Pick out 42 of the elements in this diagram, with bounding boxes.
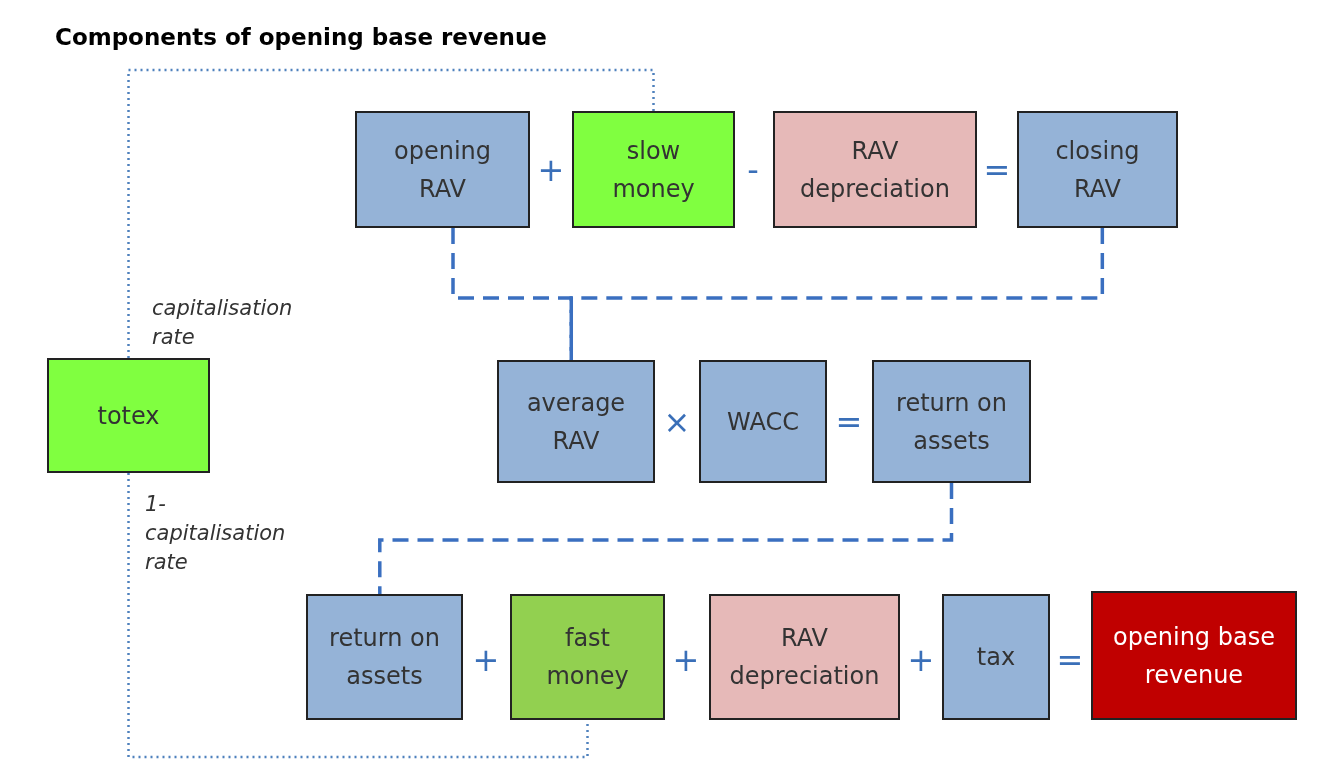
node-label: opening base revenue (1112, 621, 1276, 691)
node-label: tax (975, 642, 1017, 673)
node-label: average RAV (525, 387, 627, 457)
component-box (872, 360, 1031, 483)
connector-line (127, 473, 589, 759)
component-box (709, 594, 900, 720)
component-box (699, 360, 827, 483)
operator-sign: = (983, 151, 1011, 189)
connector-line (127, 68, 655, 358)
operator-sign: = (1056, 641, 1084, 679)
connector-line (569, 228, 1105, 360)
operator-sign: × (663, 403, 691, 441)
operator-sign: + (672, 641, 700, 679)
operator-sign: + (907, 641, 935, 679)
node-label: return on assets (895, 387, 1008, 457)
component-box (497, 360, 655, 483)
operator-sign: - (747, 151, 759, 189)
component-box (942, 594, 1050, 720)
diagram-title: Components of opening base revenue (55, 24, 547, 50)
component-box (510, 594, 665, 720)
result-box (1091, 591, 1297, 720)
component-box (355, 111, 530, 228)
component-box (306, 594, 463, 720)
node-label: fast money (545, 623, 630, 692)
node-label: RAV depreciation (728, 623, 881, 692)
edge-label: 1-capitalisation rate (145, 491, 287, 576)
node-label: slow money (611, 135, 696, 205)
operator-sign: + (537, 151, 565, 189)
component-box (572, 111, 735, 228)
connector-line (378, 483, 954, 594)
component-box (1017, 111, 1178, 228)
operator-sign: = (835, 403, 863, 441)
node-label: opening RAV (393, 135, 492, 205)
process-box (47, 358, 210, 473)
node-label: WACC (726, 406, 800, 438)
node-label: totex (96, 400, 161, 432)
operator-sign: + (472, 641, 500, 679)
edge-label: capitalisation rate (152, 295, 294, 351)
node-label: return on assets (328, 623, 441, 692)
node-label: closing RAV (1054, 135, 1141, 205)
node-label: RAV depreciation (799, 135, 951, 205)
component-box (773, 111, 977, 228)
